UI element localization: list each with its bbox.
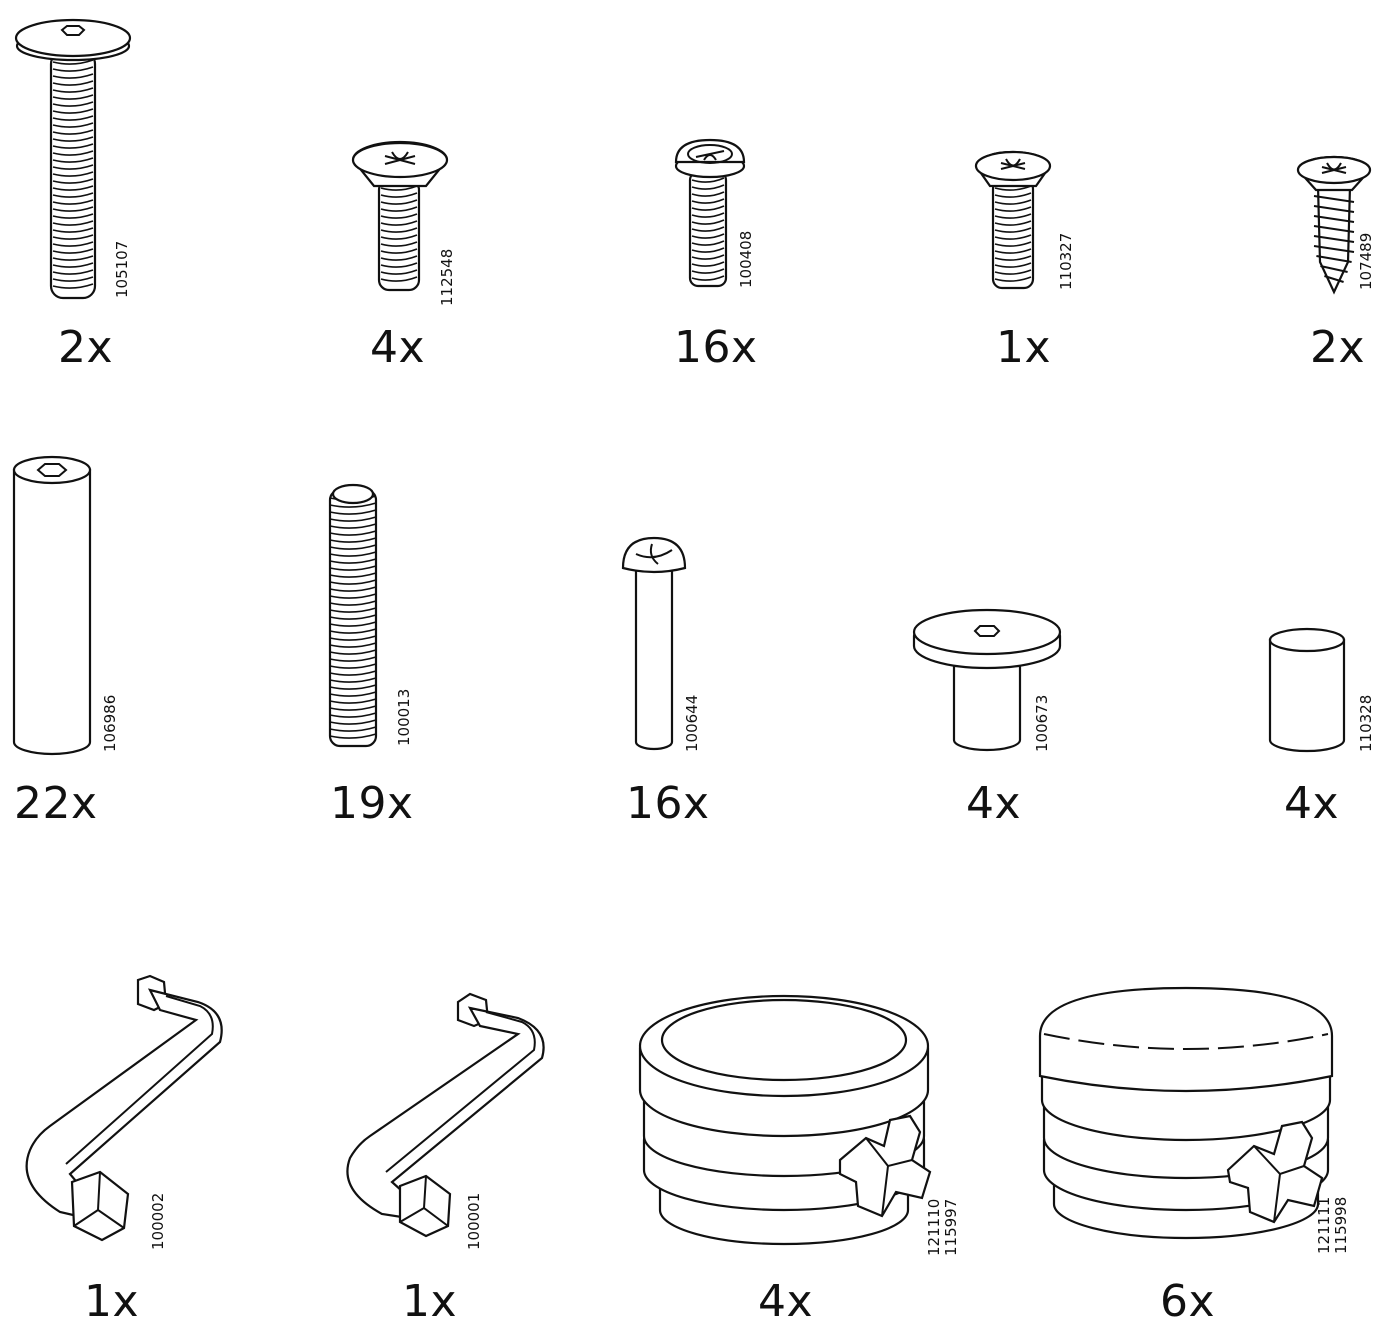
part-code: 110328 bbox=[1357, 694, 1375, 752]
part-100002: 100002 1x bbox=[0, 960, 223, 1337]
allen-key-icon bbox=[25, 974, 223, 1242]
quantity-label: 1x bbox=[402, 1276, 458, 1327]
part-code: 105107 bbox=[113, 240, 131, 298]
part-code: 100408 bbox=[737, 230, 755, 288]
part-100408: 100408 16x bbox=[620, 0, 820, 380]
part-112548: 112548 4x bbox=[300, 0, 500, 380]
round-head-pin-icon bbox=[621, 536, 687, 751]
socket-bolt-long-icon bbox=[14, 18, 132, 300]
part-code: 100013 bbox=[395, 688, 413, 746]
part-105107: 105107 2x bbox=[0, 0, 200, 380]
part-100673: 100673 4x bbox=[900, 440, 1100, 840]
part-121110: 121110 115997 4x bbox=[630, 960, 1000, 1337]
socket-bolt-short-icon bbox=[912, 608, 1062, 752]
part-100001: 100001 1x bbox=[330, 960, 550, 1337]
part-code: 110327 bbox=[1057, 232, 1075, 290]
quantity-label: 1x bbox=[996, 322, 1052, 373]
quantity-label: 4x bbox=[966, 778, 1022, 829]
part-121111: 121111 115998 6x bbox=[1030, 960, 1395, 1337]
part-107489: 107489 2x bbox=[1260, 0, 1395, 380]
countersunk-screw-short-icon bbox=[974, 150, 1052, 290]
part-code-primary: 121111 bbox=[1315, 1196, 1333, 1254]
part-110327: 110327 1x bbox=[940, 0, 1140, 380]
threaded-rod-icon bbox=[328, 483, 378, 748]
pan-head-screw-icon bbox=[674, 138, 746, 288]
quantity-label: 4x bbox=[1284, 778, 1340, 829]
quantity-label: 16x bbox=[626, 778, 710, 829]
quantity-label: 19x bbox=[330, 778, 414, 829]
part-code: 106986 bbox=[101, 694, 119, 752]
spacer-tube-icon bbox=[1268, 627, 1346, 753]
part-code: 121111 115998 bbox=[1315, 1196, 1350, 1254]
part-110328: 110328 4x bbox=[1250, 440, 1395, 840]
part-code: 100002 bbox=[149, 1192, 167, 1250]
allen-key-small-icon bbox=[346, 992, 545, 1238]
part-code-secondary: 115997 bbox=[942, 1198, 960, 1256]
part-code: 100673 bbox=[1033, 694, 1051, 752]
quantity-label: 4x bbox=[370, 322, 426, 373]
part-100644: 100644 16x bbox=[600, 440, 800, 840]
part-code: 112548 bbox=[438, 248, 456, 306]
part-code: 100001 bbox=[465, 1192, 483, 1250]
countersunk-screw-icon bbox=[351, 140, 449, 292]
wood-screw-icon bbox=[1296, 155, 1372, 295]
part-code: 121110 115997 bbox=[925, 1198, 960, 1256]
part-code: 100644 bbox=[683, 694, 701, 752]
quantity-label: 1x bbox=[84, 1276, 140, 1327]
end-cap-large-icon bbox=[1038, 986, 1334, 1240]
part-100013: 100013 19x bbox=[300, 440, 500, 840]
end-cap-small-icon bbox=[638, 994, 932, 1246]
part-code-secondary: 115998 bbox=[1332, 1196, 1350, 1254]
part-code-primary: 121110 bbox=[925, 1198, 943, 1256]
quantity-label: 2x bbox=[1310, 322, 1366, 373]
quantity-label: 16x bbox=[674, 322, 758, 373]
hex-socket-sleeve-icon bbox=[12, 455, 92, 756]
quantity-label: 6x bbox=[1160, 1276, 1216, 1327]
quantity-label: 4x bbox=[758, 1276, 814, 1327]
part-106986: 106986 22x bbox=[0, 440, 200, 840]
part-code: 107489 bbox=[1357, 232, 1375, 290]
quantity-label: 22x bbox=[14, 778, 98, 829]
quantity-label: 2x bbox=[58, 322, 114, 373]
